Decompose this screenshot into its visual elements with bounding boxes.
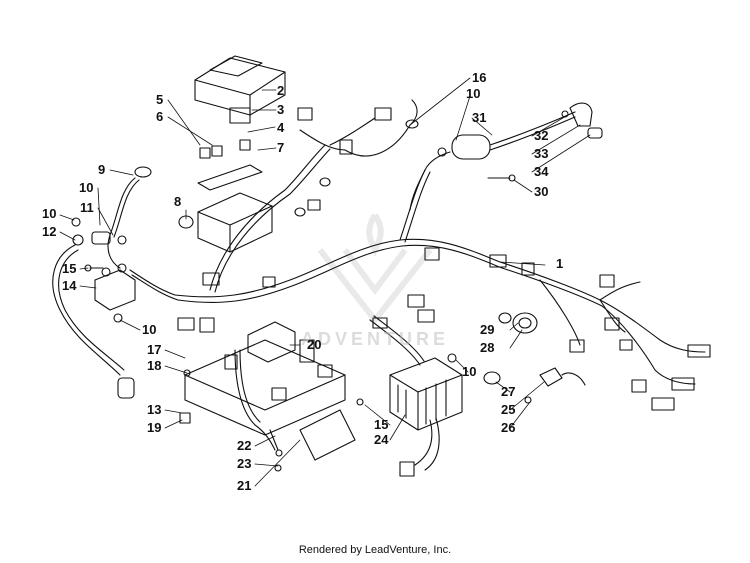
- callout-32: 32: [534, 128, 548, 143]
- callout-1: 1: [556, 256, 563, 271]
- callout-26: 26: [501, 420, 515, 435]
- switch-25: [539, 367, 563, 387]
- regulator-24: [389, 357, 463, 431]
- callout-15b: 15: [374, 417, 388, 432]
- callout-13: 13: [147, 402, 161, 417]
- callout-34: 34: [534, 164, 549, 179]
- callout-8: 8: [174, 194, 181, 209]
- callout-10d: 10: [466, 86, 480, 101]
- mounting-plate: [184, 339, 346, 436]
- battery-cable-9: [107, 177, 136, 269]
- fuse-strip-7: [197, 164, 263, 191]
- callout-14: 14: [62, 278, 77, 293]
- callout-12: 12: [42, 224, 56, 239]
- starter-solenoid-14: [94, 263, 136, 311]
- fuse-box-cover: [194, 55, 286, 116]
- callout-15a: 15: [62, 261, 76, 276]
- callout-10a: 10: [79, 180, 93, 195]
- callout-25: 25: [501, 402, 515, 417]
- relay-3: [229, 107, 251, 124]
- callout-11: 11: [80, 200, 94, 215]
- callout-10b: 10: [42, 206, 56, 221]
- callout-21: 21: [237, 478, 251, 493]
- callout-19: 19: [147, 420, 161, 435]
- battery-cable-13: [52, 244, 121, 376]
- callout-27: 27: [501, 384, 515, 399]
- callout-4: 4: [277, 120, 285, 135]
- callout-29: 29: [480, 322, 494, 337]
- callout-16: 16: [472, 70, 486, 85]
- fuse-block: [197, 192, 273, 253]
- callout-18: 18: [147, 358, 161, 373]
- callout-30: 30: [534, 184, 548, 199]
- callout-3: 3: [277, 102, 284, 117]
- watermark-text: ADVENTURE: [301, 329, 449, 349]
- watermark: [317, 213, 433, 325]
- callout-22: 22: [237, 438, 251, 453]
- callout-33: 33: [534, 146, 548, 161]
- callout-24: 24: [374, 432, 389, 447]
- footer-credit: Rendered by LeadVenture, Inc.: [298, 544, 452, 556]
- callout-10c: 10: [142, 322, 156, 337]
- callout-7: 7: [277, 140, 284, 155]
- callout-6: 6: [156, 109, 163, 124]
- callout-9: 9: [98, 162, 105, 177]
- module-20: [247, 321, 315, 401]
- ignition-coil-31: [437, 111, 576, 182]
- callout-28: 28: [480, 340, 494, 355]
- callout-23: 23: [237, 456, 251, 471]
- callout-10e: 10: [462, 364, 476, 379]
- callout-17: 17: [147, 342, 161, 357]
- callout-5: 5: [156, 92, 163, 107]
- callout-20: 20: [307, 337, 321, 352]
- callout-2: 2: [277, 83, 284, 98]
- main-harness: [129, 99, 706, 451]
- callout-31: 31: [472, 110, 486, 125]
